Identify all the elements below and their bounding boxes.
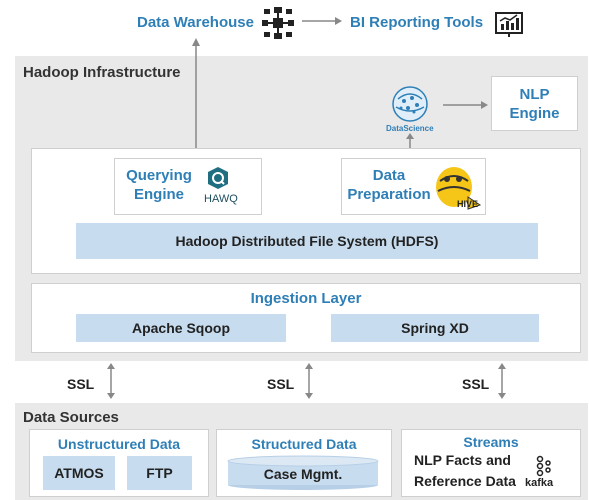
apache-sqoop-bar: Apache Sqoop bbox=[76, 314, 286, 342]
atmos-box: ATMOS bbox=[43, 456, 115, 490]
ssl-label-left: SSL bbox=[67, 376, 95, 392]
ftp-label: FTP bbox=[146, 465, 173, 481]
ingestion-layer-title: Ingestion Layer bbox=[250, 290, 362, 307]
nlp-facts-label: NLP Facts and bbox=[414, 452, 511, 468]
data-warehouse-label: Data Warehouse bbox=[137, 14, 254, 31]
hawq-icon bbox=[207, 166, 229, 190]
hdfs-label: Hadoop Distributed File System (HDFS) bbox=[175, 233, 439, 249]
datascience-globe-icon bbox=[390, 85, 430, 123]
spring-xd-label: Spring XD bbox=[401, 320, 469, 336]
database-cylinder-icon bbox=[226, 455, 380, 491]
data-sources-title: Data Sources bbox=[23, 409, 119, 426]
hadoop-infrastructure-title: Hadoop Infrastructure bbox=[23, 64, 181, 81]
ssl-arrow-right bbox=[496, 363, 508, 399]
ssl-label-middle: SSL bbox=[267, 376, 295, 392]
hive-bee-icon bbox=[432, 161, 482, 213]
spring-xd-bar: Spring XD bbox=[331, 314, 539, 342]
unstructured-data-title: Unstructured Data bbox=[57, 436, 181, 452]
arrow-up-to-warehouse bbox=[190, 38, 202, 148]
ssl-arrow-middle bbox=[303, 363, 315, 399]
hdfs-bar: Hadoop Distributed File System (HDFS) bbox=[76, 223, 538, 259]
ftp-box: FTP bbox=[127, 456, 192, 490]
nlp-engine-box: NLP Engine bbox=[491, 76, 578, 131]
apache-sqoop-label: Apache Sqoop bbox=[131, 320, 230, 336]
datascience-logo-text: DataScience bbox=[386, 124, 434, 133]
atmos-label: ATMOS bbox=[54, 465, 104, 481]
hawq-logo-text: HAWQ bbox=[204, 193, 238, 205]
structured-data-title: Structured Data bbox=[251, 436, 357, 452]
querying-engine-box bbox=[114, 158, 262, 215]
ssl-arrow-left bbox=[105, 363, 117, 399]
data-preparation-label: Data Preparation bbox=[347, 167, 431, 203]
kafka-logo-text: kafka bbox=[525, 477, 554, 489]
streams-title: Streams bbox=[463, 434, 519, 450]
bi-tools-label: BI Reporting Tools bbox=[350, 14, 484, 31]
ssl-label-right: SSL bbox=[462, 376, 490, 392]
arrow-right-icon bbox=[302, 14, 342, 28]
querying-engine-label: Querying Engine bbox=[126, 167, 192, 203]
hive-logo-text: HIVE bbox=[457, 199, 479, 209]
reference-data-label: Reference Data bbox=[414, 473, 516, 489]
network-icon bbox=[260, 5, 296, 41]
streams-box bbox=[401, 429, 581, 497]
nlp-engine-label: NLP Engine bbox=[509, 85, 560, 122]
kafka-icon bbox=[535, 455, 551, 477]
arrow-right-to-nlp bbox=[443, 98, 488, 110]
chart-icon bbox=[495, 10, 523, 38]
case-mgmt-label: Case Mgmt. bbox=[263, 466, 343, 482]
